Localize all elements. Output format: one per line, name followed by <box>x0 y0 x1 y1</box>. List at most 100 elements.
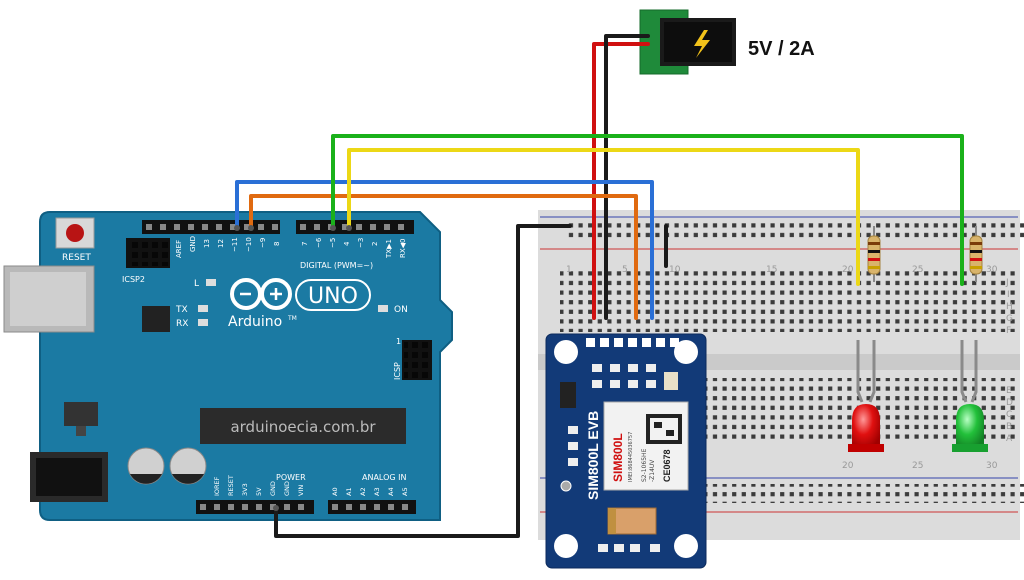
pin-label-2: 2 <box>371 242 379 246</box>
reset-label: RESET <box>62 253 91 263</box>
power-rail-top <box>565 222 1024 241</box>
analog-pin-label: A5 <box>401 487 409 496</box>
pin-label-tx: TX▶1 <box>385 239 393 259</box>
power-pin-label: RESET <box>227 475 235 496</box>
analog-pin-label: A4 <box>387 487 395 496</box>
analog-pin-label: A3 <box>373 487 381 496</box>
wire-red <box>592 42 650 320</box>
module-label: SIM800L EVB <box>585 411 601 500</box>
row-label: B <box>1006 422 1012 432</box>
ce-label: CE0678 <box>662 449 672 482</box>
lightning-icon <box>694 30 710 58</box>
mount-hole <box>554 340 578 364</box>
power-label: POWER <box>276 473 306 482</box>
col-label: 10 <box>669 265 681 275</box>
terminal-strip-top <box>560 270 1020 332</box>
row-label: E <box>1006 386 1012 396</box>
tx-label: TX <box>175 305 188 315</box>
analog-label: ANALOG IN <box>362 473 407 482</box>
pin-label-11: ~11 <box>231 237 239 252</box>
row-label: J <box>1005 278 1009 288</box>
col-label: 25 <box>912 461 923 471</box>
pin-label-rx: RX◀0 <box>399 239 407 259</box>
digital-header-left <box>142 220 280 234</box>
pin-label-12: 12 <box>217 239 225 248</box>
row-label: G <box>1006 314 1013 324</box>
watermark-label: arduinoecia.com.br <box>230 418 376 436</box>
power-jack: 5V / 2A <box>639 9 815 75</box>
pin-label-gnd: GND <box>189 236 197 252</box>
capacitor-right <box>169 447 207 485</box>
capacitor-left <box>127 447 165 485</box>
led-red <box>848 340 884 452</box>
col-label: 5 <box>622 265 628 275</box>
row-label: F <box>1006 326 1011 336</box>
pin-label-6: ~6 <box>315 237 323 248</box>
col-label: 20 <box>842 265 854 275</box>
on-label: ON <box>394 305 408 315</box>
chip-label: SIM800L <box>611 433 625 482</box>
wire-orange <box>249 194 638 320</box>
brand-label: Arduino <box>228 314 282 330</box>
col-label: 15 <box>766 265 777 275</box>
l-led <box>206 279 216 286</box>
power-pin-label: 5V <box>255 487 263 496</box>
col-label: 25 <box>912 265 923 275</box>
pin-label-3: ~3 <box>357 238 365 248</box>
rx-led <box>198 319 208 326</box>
icsp-label: ICSP <box>393 362 402 380</box>
sim800l-module: SIM800L EVB SIM800L IMEI:868445036757 S2… <box>545 333 707 569</box>
pin-label-8: 8 <box>273 242 281 246</box>
voltage-regulator <box>64 402 98 426</box>
row-label: C <box>1006 410 1012 420</box>
tm-label: TM <box>287 315 297 322</box>
row-label: I <box>1007 290 1010 300</box>
analog-header <box>328 500 416 514</box>
pin-label-10: ~10 <box>245 237 253 252</box>
chip-imei: IMEI:868445036757 <box>628 432 634 482</box>
usb-port-inner <box>10 272 86 326</box>
pin-label-7: 7 <box>301 242 309 246</box>
power-header <box>196 500 314 514</box>
mount-hole <box>674 534 698 558</box>
wire-black-power <box>604 34 650 320</box>
tx-led <box>198 305 208 312</box>
resistor-2 <box>969 226 983 282</box>
led-green <box>952 340 988 452</box>
wire-blue <box>235 180 654 320</box>
model-label: UNO <box>308 284 358 309</box>
mount-hole <box>674 340 698 364</box>
pin-label-13: 13 <box>203 239 211 248</box>
icsp-one-label: 1 <box>396 337 401 346</box>
analog-pin-label: A1 <box>345 487 353 496</box>
wire-yellow <box>347 148 860 286</box>
resistor-1 <box>867 226 881 282</box>
power-label-text: 5V / 2A <box>748 38 815 60</box>
rx-label: RX <box>176 319 188 329</box>
usb-chip <box>142 306 170 332</box>
icsp2-label: ICSP2 <box>122 275 145 284</box>
uno-badge <box>295 279 371 311</box>
arduino-logo-icon <box>230 278 292 310</box>
atmega-chip <box>200 408 406 444</box>
chip-variant: -Z14UV <box>649 459 656 482</box>
row-label: D <box>1006 398 1013 408</box>
power-pin-label: IOREF <box>213 476 221 496</box>
pin-label-5: ~5 <box>329 238 337 248</box>
power-pin-label: GND <box>283 481 291 496</box>
power-pin-label: 3V3 <box>241 483 249 496</box>
reset-button-cap <box>66 224 84 242</box>
analog-pin-label: A2 <box>359 487 367 496</box>
row-label: A <box>1006 434 1013 444</box>
col-label: 1 <box>566 265 572 275</box>
col-label: 20 <box>842 461 854 471</box>
col-label: 30 <box>986 265 998 275</box>
mount-hole <box>554 534 578 558</box>
analog-pin-label: A0 <box>331 487 339 496</box>
digital-label: DIGITAL (PWM=~) <box>300 261 373 270</box>
dc-jack-inner <box>36 458 102 496</box>
arduino-uno: RESET ICSP2 AREF GND 13 12 ~11 ~10 ~9 8 … <box>3 211 453 521</box>
power-pin-label: VIN <box>297 485 305 496</box>
col-label: 30 <box>986 461 998 471</box>
